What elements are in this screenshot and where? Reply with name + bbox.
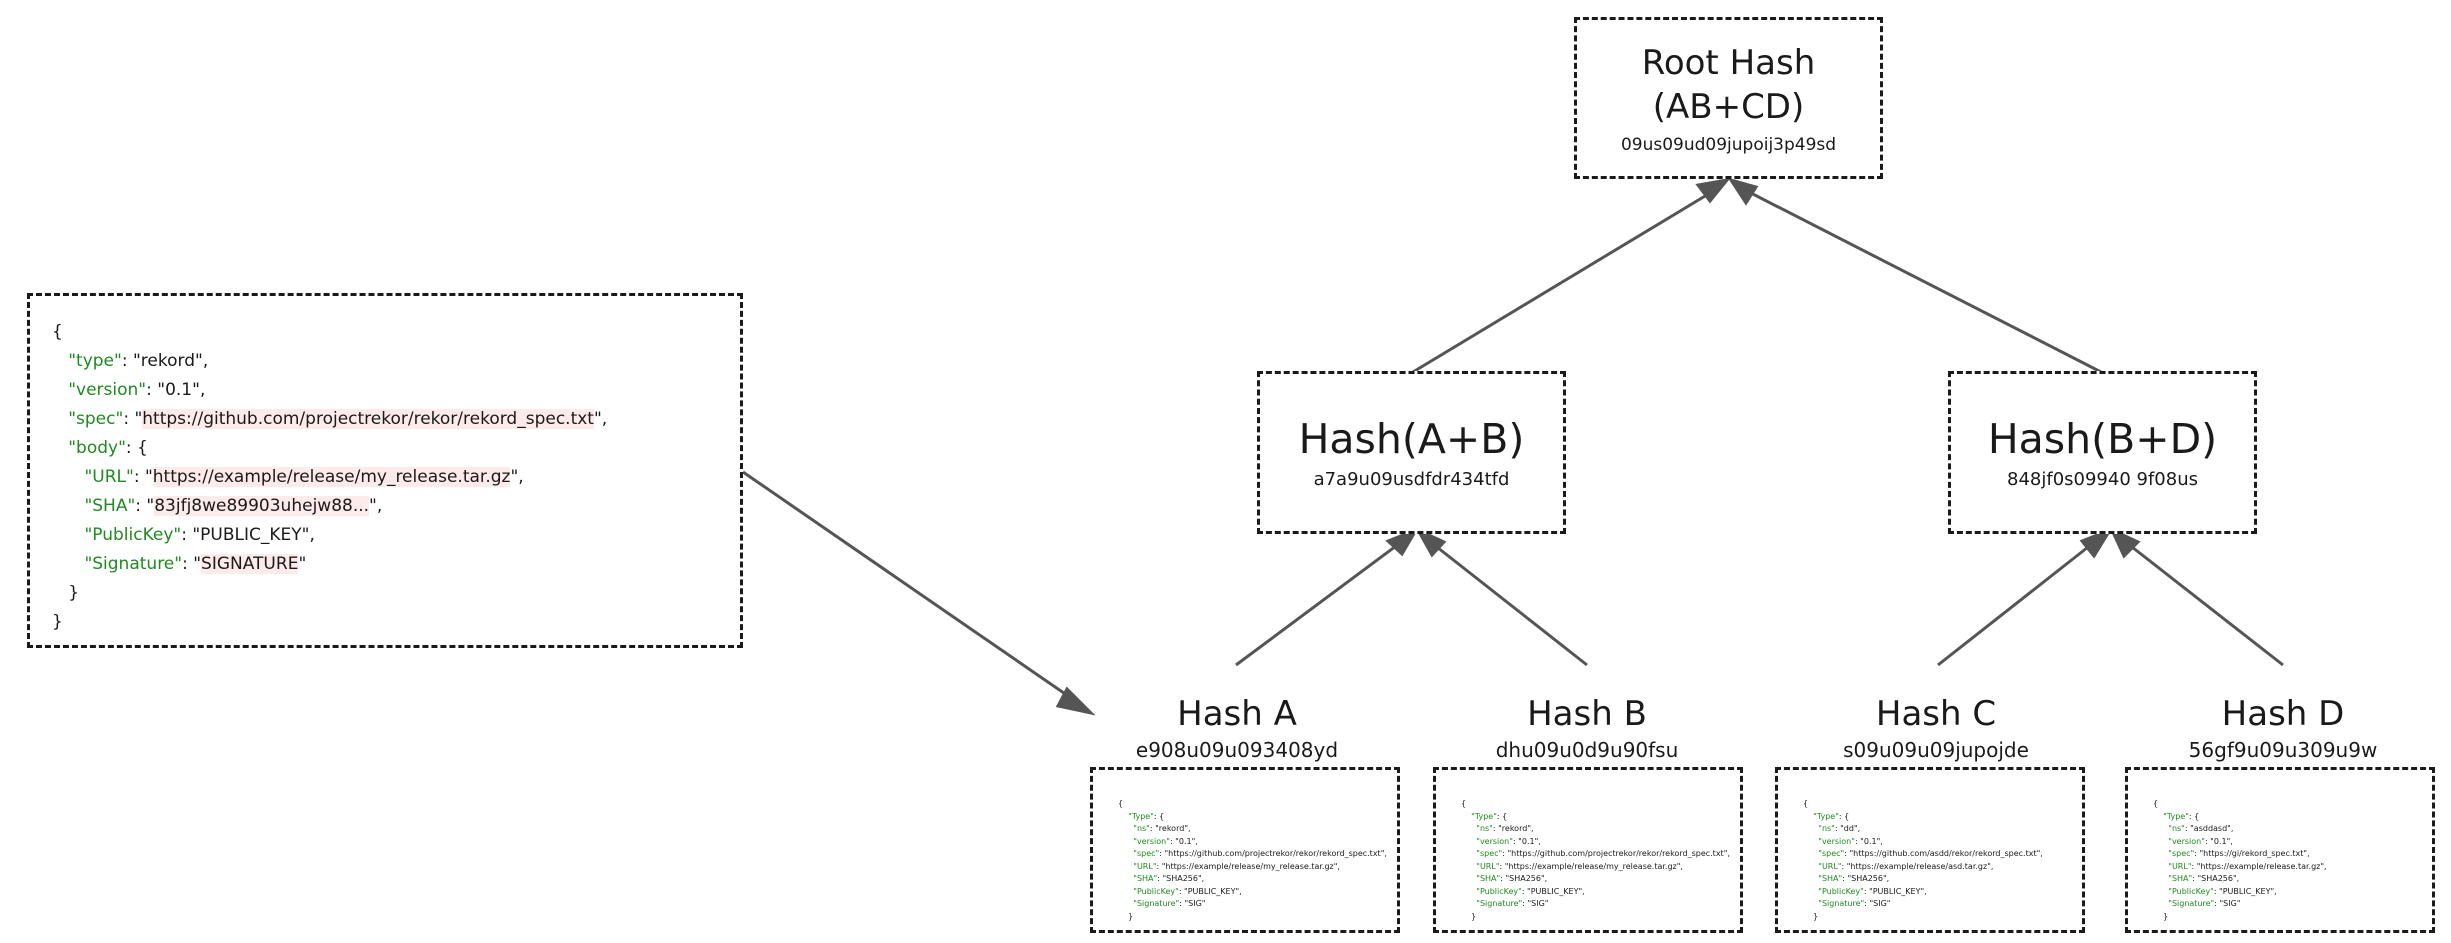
leaf-b-record-json: { "Type": { "ns": "rekord", "version": "… [1461,799,1730,921]
leaf-b-record-box: { "Type": { "ns": "rekord", "version": "… [1433,767,1743,933]
leaf-d-label: Hash D 56gf9u09u309u9w [2133,694,2433,763]
arrowhead [1414,526,1447,558]
entry-publickey: PUBLIC_KEY [200,525,302,545]
edge-hash-bd-to-root [1744,188,2102,374]
leaf-d-record-json: { "Type": { "ns": "asddasd", "version": … [2153,799,2327,921]
leaf-b-title: Hash B [1527,694,1647,734]
leaf-a-record-box: { "Type": { "ns": "rekord", "version": "… [1090,767,1400,933]
arrowhead [1727,177,1759,206]
leaf-a-hash: e908u09u093408yd [1135,738,1339,763]
leaf-a-title: Hash A [1177,694,1297,734]
entry-record-box: { "type": "rekord", "version": "0.1", "s… [27,293,743,648]
arrowhead [2108,526,2141,559]
leaf-a-label: Hash A e908u09u093408yd [1087,694,1387,763]
leaf-d-hash: 56gf9u09u309u9w [2188,738,2378,763]
root-title-line1: Root Hash [1641,42,1816,83]
edge-leaf-a-to-hash-ab [1235,538,1405,667]
leaf-c-label: Hash C s09u09u09jupojde [1786,694,2086,763]
arrowhead [1055,686,1096,716]
leaf-b-hash: dhu09u0d9u90fsu [1495,738,1679,763]
arrowhead [1695,177,1731,204]
edge-leaf-c-to-hash-bd [1937,538,2098,667]
leaf-c-title: Hash C [1875,694,1997,734]
hash-bd-node: Hash(B+D) 848jf0s09940 9f08us [1948,371,2257,534]
hash-ab-node: Hash(A+B) a7a9u09usdfdr434tfd [1257,371,1566,534]
entry-sha: 83jfj8we89903uhejw88... [154,496,370,516]
hash-bd-title: Hash(B+D) [1987,415,2218,464]
root-hash-node: Root Hash (AB+CD) 09us09ud09jupoij3p49sd [1574,17,1883,179]
leaf-c-record-json: { "Type": { "ns": "dd", "version": "0.1"… [1803,799,2043,921]
hash-ab-value: a7a9u09usdfdr434tfd [1313,468,1510,490]
root-hash-value: 09us09ud09jupoij3p49sd [1620,135,1837,156]
hash-bd-value: 848jf0s09940 9f08us [2007,468,2198,490]
edge-entry-to-leaf-a [742,470,1075,702]
hash-ab-title: Hash(A+B) [1298,415,1525,464]
leaf-d-title: Hash D [2221,694,2345,734]
arrowhead [2079,526,2114,559]
leaf-c-hash: s09u09u09jupojde [1843,738,2029,763]
leaf-d-record-box: { "Type": { "ns": "asddasd", "version": … [2125,767,2435,933]
leaf-a-record-json: { "Type": { "ns": "rekord", "version": "… [1118,799,1387,921]
entry-version: 0.1 [165,380,193,400]
edge-hash-ab-to-root [1412,188,1716,374]
edge-leaf-d-to-hash-bd [2122,538,2284,667]
edge-leaf-b-to-hash-ab [1427,538,1588,667]
entry-signature: SIGNATURE [201,554,299,574]
entry-type: rekord [140,351,195,371]
entry-url: https://example/release/my_release.tar.g… [152,467,511,487]
entry-record-json: { "type": "rekord", "version": "0.1", "s… [52,322,608,632]
leaf-b-label: Hash B dhu09u0d9u90fsu [1437,694,1737,763]
arrowhead [1385,527,1420,557]
leaf-c-record-box: { "Type": { "ns": "dd", "version": "0.1"… [1775,767,2085,933]
root-title-line2: (AB+CD) [1652,87,1805,127]
entry-spec: https://github.com/projectrekor/rekor/re… [142,409,594,429]
